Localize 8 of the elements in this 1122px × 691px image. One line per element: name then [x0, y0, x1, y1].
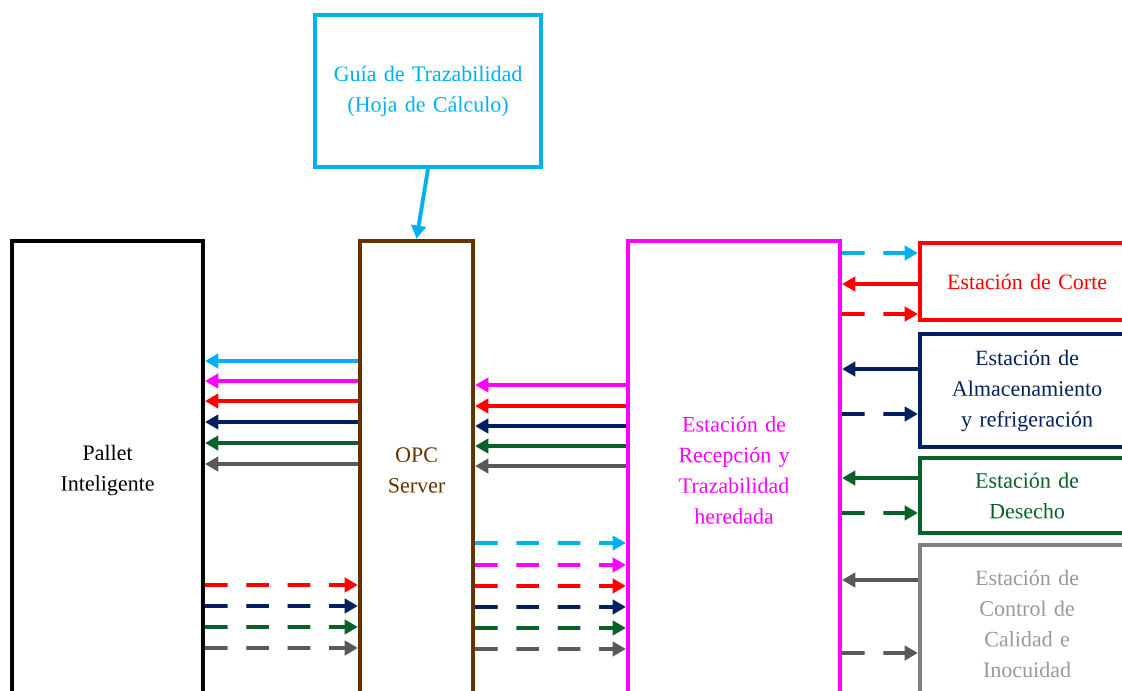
station-box: Estación de Desecho [918, 456, 1122, 535]
station-column: Estación de Recepción y Trazabilidad heredada [626, 238, 842, 691]
station-box: Estación de Corte [918, 240, 1122, 322]
station-box: Estación de Control de Calidad e Inocuidad [918, 542, 1122, 691]
device-column: Pallet Inteligente [10, 238, 205, 691]
server-column: OPC Server [358, 238, 476, 691]
source-box: Guía de Trazabilidad (Hoja de Cálculo) [313, 13, 543, 169]
station-box: Estación de Almacenamiento y refrigeración [918, 331, 1122, 449]
